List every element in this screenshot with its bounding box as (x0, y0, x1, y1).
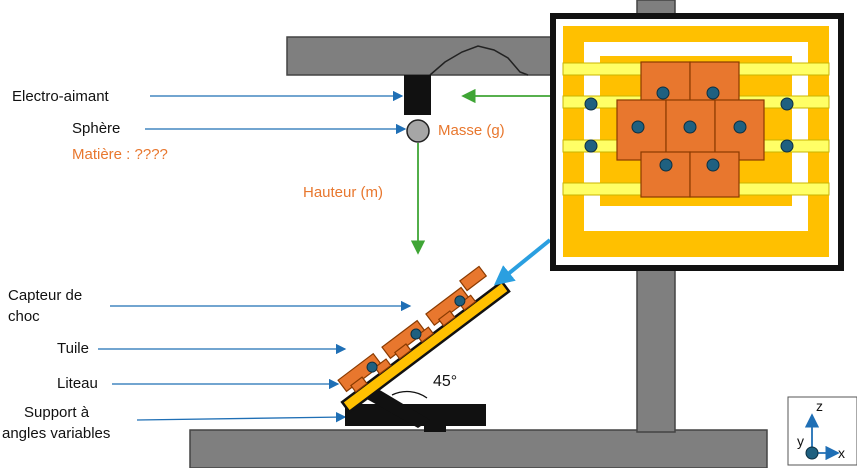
axis-indicator: z y x (787, 396, 857, 466)
axis-x-label: x (838, 445, 845, 461)
axis-z-label: z (816, 398, 823, 414)
sphere (406, 119, 430, 143)
sphere-label: Sphère (72, 120, 121, 137)
electro-aimant-label: Electro-aimant (12, 88, 109, 105)
top-beam (286, 36, 558, 76)
ground-beam (189, 429, 768, 468)
liteau-label: Liteau (57, 375, 98, 392)
angle-arc (391, 390, 428, 399)
hauteur-label: Hauteur (m) (303, 184, 384, 201)
matiere-label: Matière : ???? (72, 146, 168, 163)
zoom-inset (550, 13, 844, 271)
masse-label: Masse (g) (438, 122, 505, 139)
capteur-label-line1: Capteur de (8, 287, 83, 304)
support-label-line1: Support à (24, 404, 90, 421)
adjustable-support (345, 389, 486, 432)
support-leader (136, 411, 347, 423)
capteur-label-line2: choc (8, 308, 40, 325)
axis-y-label: y (797, 433, 804, 449)
tuile-label: Tuile (57, 340, 89, 357)
support-label-line2: angles variables (2, 425, 111, 442)
inclined-roof-assembly (337, 265, 511, 414)
angle-label: 45° (433, 373, 458, 390)
rock-crack (429, 45, 529, 76)
zoom-arrow (493, 238, 552, 286)
electromagnet (404, 75, 431, 115)
